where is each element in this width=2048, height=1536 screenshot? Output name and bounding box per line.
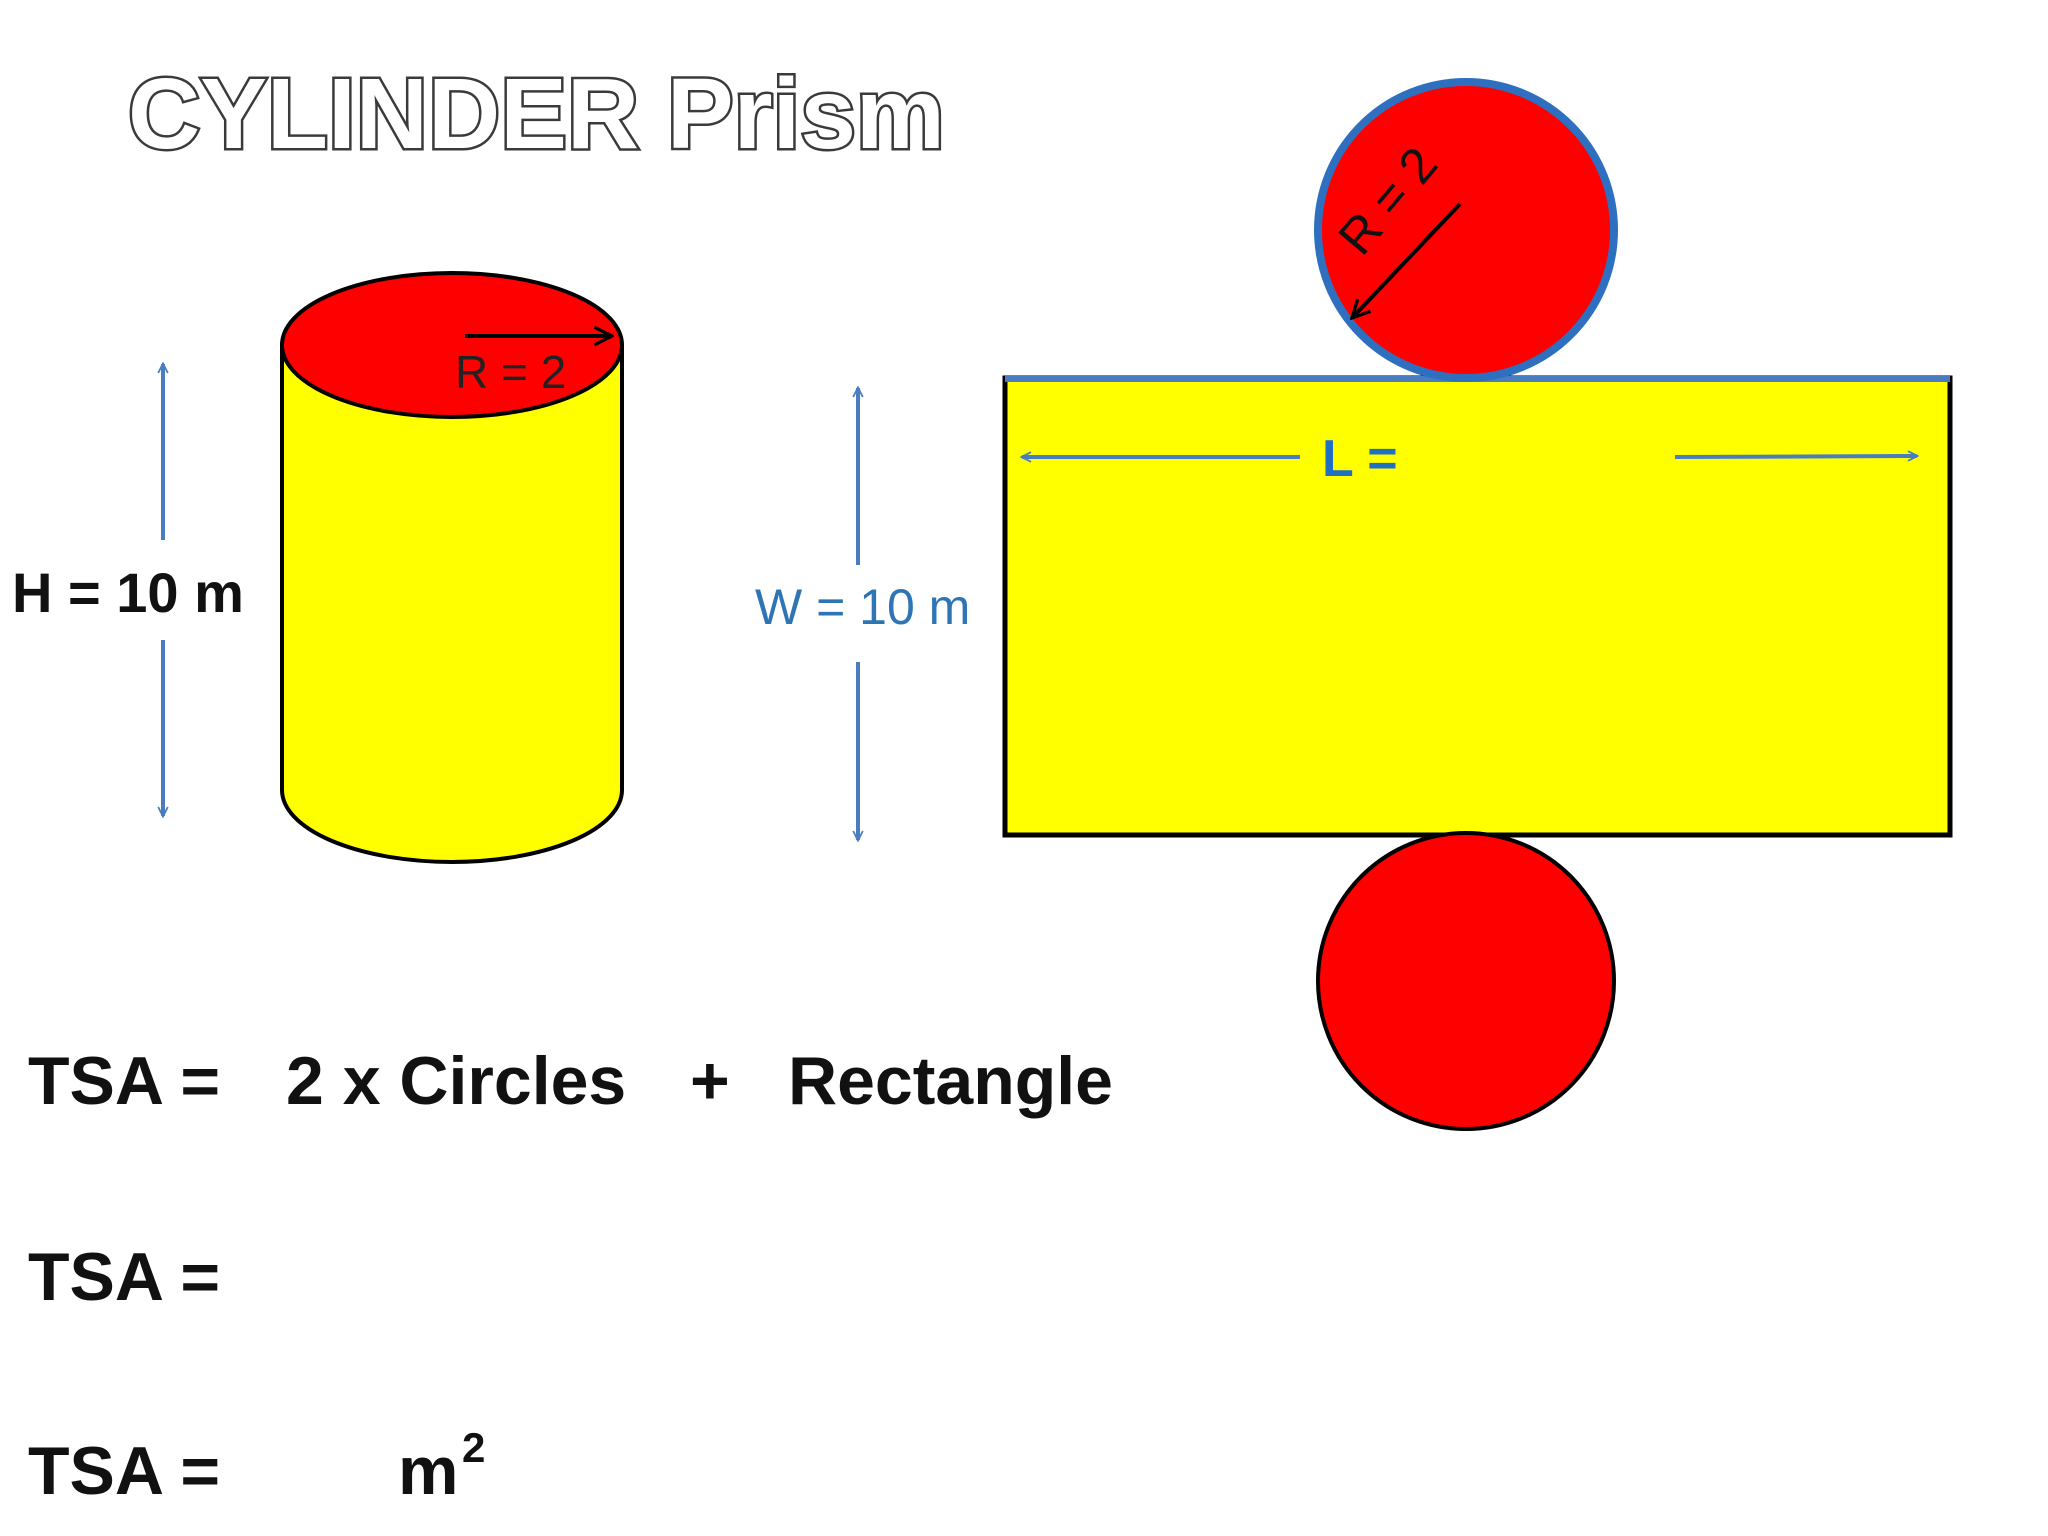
formula-line2-lhs: TSA =	[28, 1239, 220, 1315]
cylinder-top-face	[280, 271, 624, 419]
cylinder-figure: R = 2 H = 10 m	[12, 271, 624, 864]
net-top-circle	[1314, 78, 1618, 382]
tsa-formula: TSA = 2 x Circles + Rectangle TSA = TSA …	[28, 1043, 1113, 1509]
formula-line1-lhs: TSA =	[28, 1043, 220, 1119]
net-rectangle	[1002, 375, 1953, 838]
length-label: L =	[1322, 430, 1398, 488]
formula-term-rectangle: Rectangle	[788, 1043, 1113, 1119]
length-arrow-right	[1674, 456, 1917, 457]
cylinder-body	[280, 343, 624, 864]
slide-title: CYLINDER Prism	[128, 58, 945, 170]
formula-unit-exponent: 2	[462, 1424, 485, 1471]
formula-line3-lhs: TSA =	[28, 1433, 220, 1509]
net-top-radius-arrow	[1352, 202, 1462, 318]
cylinder-net: W = 10 m R = 2 L =	[755, 78, 1953, 1131]
formula-plus: +	[690, 1043, 730, 1119]
height-label: H = 10 m	[12, 561, 244, 624]
net-bottom-circle	[1316, 831, 1616, 1131]
width-label: W = 10 m	[755, 579, 970, 635]
formula-unit: m	[398, 1433, 458, 1509]
formula-term-circles: 2 x Circles	[286, 1043, 626, 1119]
cylinder-radius-label: R = 2	[455, 346, 566, 398]
